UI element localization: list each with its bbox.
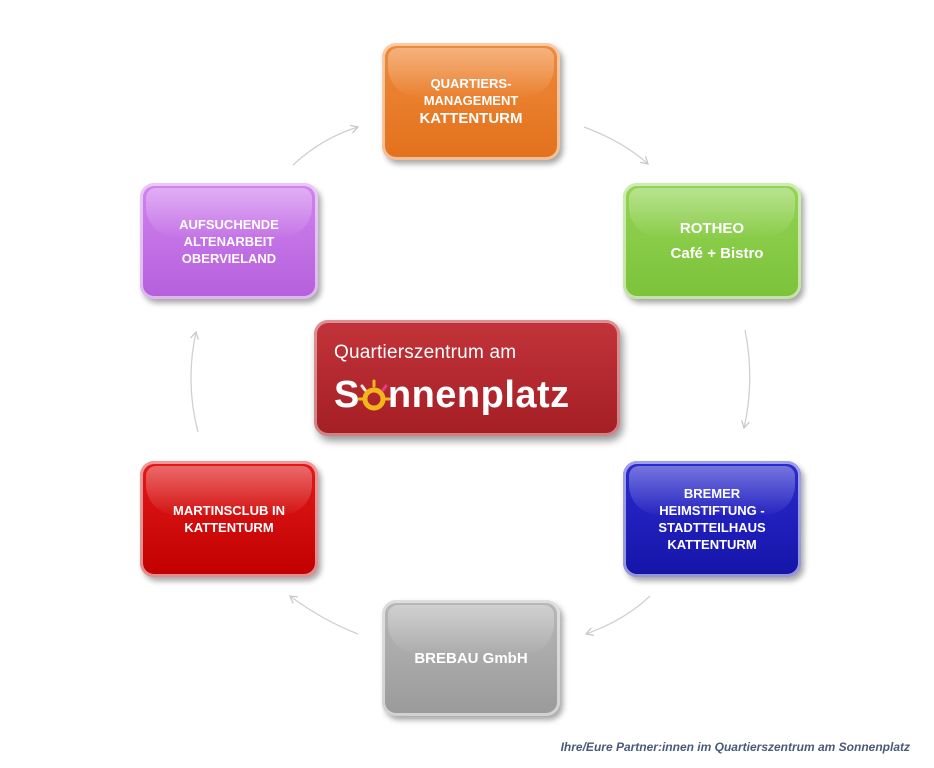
logo-title: Quartierszentrum am — [334, 342, 517, 363]
arrow-brebau-to-martinsclub — [288, 595, 359, 635]
node-line: BREMER — [683, 486, 741, 501]
arrow-rotheo-to-heimstiftung — [741, 329, 751, 430]
node-line: KATTENTURM — [419, 110, 523, 127]
center-logo-sonnenplatz: Quartierszentrum am S nnenplatz — [314, 320, 620, 436]
node-quartiersmanagement: QUARTIERS- MANAGEMENT KATTENTURM — [382, 43, 560, 160]
arrow-martinsclub-to-altenarbeit — [190, 330, 200, 433]
logo-letter-s: S — [334, 374, 360, 416]
logo-word-rest: nnenplatz — [387, 374, 570, 416]
node-line: MARTINSCLUB IN — [173, 503, 285, 518]
node-line: ALTENARBEIT — [183, 233, 275, 249]
node-line: QUARTIERS- — [430, 76, 512, 91]
node-line: MANAGEMENT — [423, 93, 519, 108]
logo-wordmark: S nnenplatz — [334, 374, 570, 417]
node-line: HEIMSTIFTUNG - — [659, 503, 765, 518]
node-line: ROTHEO — [679, 220, 745, 237]
arrow-altenarbeit-to-qm — [292, 124, 360, 166]
caption: Ihre/Eure Partner:innen im Quartierszent… — [560, 740, 910, 754]
node-line: STADTTEILHAUS — [658, 520, 766, 535]
arrow-qm-to-rotheo — [583, 126, 649, 165]
node-brebau: BREBAU GmbH — [382, 600, 560, 716]
node-line: OBERVIELAND — [181, 250, 277, 266]
node-rotheo: ROTHEO Café + Bistro — [623, 183, 801, 299]
node-bremer-heimstiftung: BREMER HEIMSTIFTUNG - STADTTEILHAUS KATT… — [623, 461, 801, 577]
sun-icon — [357, 379, 391, 411]
node-line: KATTENTURM — [184, 520, 274, 535]
node-aufsuchende-altenarbeit: AUFSUCHENDE ALTENARBEIT OBERVIELAND — [140, 183, 318, 299]
node-line: KATTENTURM — [667, 537, 757, 552]
node-line: AUFSUCHENDE — [179, 216, 279, 232]
arrow-heimstiftung-to-brebau — [584, 595, 651, 637]
node-line: Café + Bistro — [670, 245, 764, 262]
node-martinsclub: MARTINSCLUB IN KATTENTURM — [140, 461, 318, 577]
node-line: BREBAU GmbH — [414, 649, 528, 667]
